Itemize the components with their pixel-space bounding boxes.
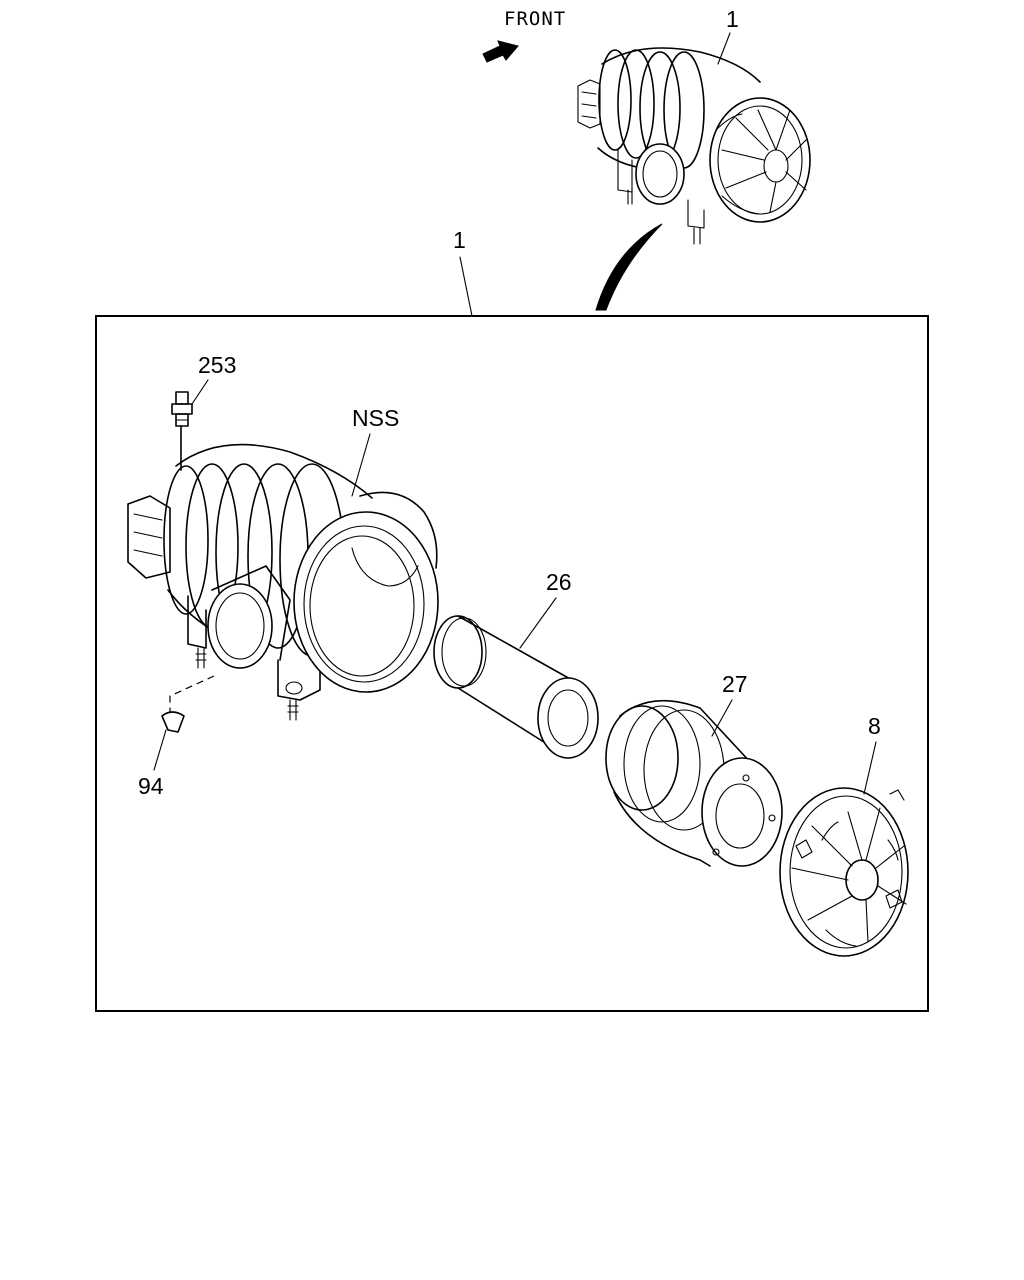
assembly-thumbnail — [577, 47, 811, 245]
callout-dust-valve: 94 — [138, 773, 164, 799]
callout-assembly-box: 1 — [453, 227, 466, 253]
housing-part — [127, 443, 439, 721]
pointer-arrow — [595, 223, 663, 311]
outer-filter-element-part — [605, 699, 783, 867]
callout-outer-element: 27 — [722, 671, 748, 697]
callout-vent-valve: 253 — [198, 352, 236, 378]
front-label: FRONT — [504, 8, 566, 30]
front-arrow-icon — [482, 40, 519, 63]
callout-cover: 8 — [868, 713, 881, 739]
dust-valve-part — [161, 711, 185, 733]
detail-frame — [95, 315, 929, 1012]
callout-housing: NSS — [352, 405, 399, 431]
cover-part — [779, 787, 909, 957]
callout-assembly-top: 1 — [726, 6, 739, 32]
inner-filter-element-part — [433, 615, 599, 759]
callout-inner-element: 26 — [546, 569, 572, 595]
